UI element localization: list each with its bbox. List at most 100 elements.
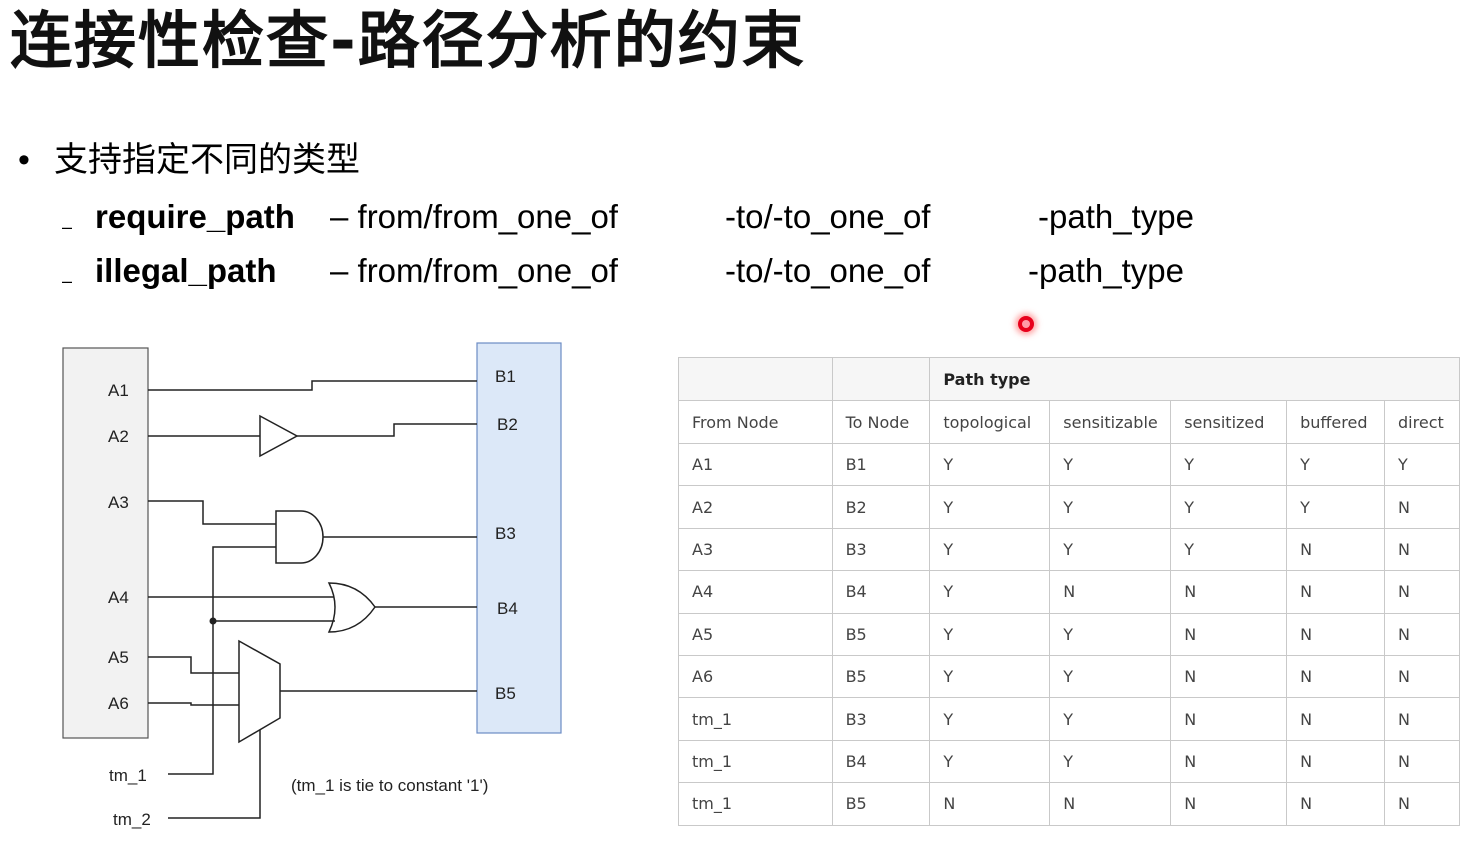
- table-cell: N: [1049, 782, 1172, 826]
- input-label: A4: [108, 588, 129, 607]
- output-label: B1: [495, 367, 516, 386]
- table-cell: A3: [678, 527, 833, 572]
- laser-pointer-dot: [1018, 316, 1034, 332]
- input-label: A5: [108, 648, 129, 667]
- command-from-option: – from/from_one_of: [330, 198, 618, 235]
- table-cell: A5: [678, 612, 833, 656]
- wire-tm2-mux-select: [168, 730, 261, 819]
- table-cell: N: [1384, 654, 1460, 699]
- table-cell: N: [1170, 739, 1288, 784]
- table-cell: N: [1384, 527, 1460, 572]
- table-cell: N: [1384, 485, 1460, 529]
- table-cell: N: [1286, 612, 1386, 656]
- command-name: illegal_path: [95, 252, 277, 289]
- table-cell: tm_1: [678, 739, 833, 784]
- table-cell: N: [1384, 782, 1460, 826]
- test-pin-label: tm_1: [109, 766, 147, 785]
- table-cell: Y: [1049, 527, 1172, 572]
- path-type-table: Path type From Node To Node topological …: [678, 357, 1460, 826]
- table-cell: Y: [1049, 739, 1172, 784]
- table-cell: tm_1: [678, 782, 833, 826]
- table-cell: N: [1286, 697, 1386, 741]
- input-label: A1: [108, 381, 129, 400]
- output-label: B4: [497, 599, 518, 618]
- table-cell: B2: [831, 485, 931, 529]
- table-cell: Y: [929, 570, 1051, 614]
- mux: [238, 639, 281, 744]
- column-header: direct: [1384, 400, 1460, 444]
- wire-a1-b1: [148, 380, 477, 391]
- table-cell: Y: [1049, 697, 1172, 741]
- path-type-header: Path type: [929, 357, 1460, 401]
- table-cell: Y: [929, 739, 1051, 784]
- table-cell: B3: [831, 527, 931, 572]
- table-cell: N: [1286, 570, 1386, 614]
- output-block: [476, 342, 562, 734]
- input-block: [62, 347, 149, 739]
- table-column-header-row: From Node To Node topological sensitizab…: [678, 400, 1460, 444]
- sub-bullet-dash: –: [62, 217, 73, 237]
- circuit-diagram: A1 A2 A3 A4 A5 A6 B1 B2 B3 B4 B5 tm_1 tm…: [62, 342, 562, 829]
- wire-a3-and: [148, 500, 276, 525]
- table-cell: N: [1170, 782, 1288, 826]
- table-cell: A6: [678, 654, 833, 699]
- column-header: From Node: [678, 400, 833, 444]
- table-cell: A2: [678, 485, 833, 529]
- table-cell: A4: [678, 570, 833, 614]
- table-cell: tm_1: [678, 697, 833, 741]
- table-cell: Y: [1049, 612, 1172, 656]
- test-pin-label: tm_2: [113, 810, 151, 829]
- table-cell: N: [1286, 654, 1386, 699]
- table-cell: N: [1286, 739, 1386, 784]
- table-cell: Y: [1049, 485, 1172, 529]
- bullet-item: • 支持指定不同的类型: [18, 138, 360, 182]
- or-gate: [327, 582, 376, 633]
- table-cell: N: [1384, 697, 1460, 741]
- command-name: require_path: [95, 198, 295, 235]
- table-cell: N: [1170, 697, 1288, 741]
- and-gate: [275, 510, 324, 564]
- bullet-text: 支持指定不同的类型: [54, 140, 360, 180]
- column-header: To Node: [831, 400, 931, 444]
- table-cell: Y: [929, 527, 1051, 572]
- table-cell: N: [1049, 570, 1172, 614]
- table-cell: N: [1170, 570, 1288, 614]
- table-cell: Y: [929, 485, 1051, 529]
- table-cell: B5: [831, 612, 931, 656]
- table-cell: Y: [1384, 442, 1460, 487]
- input-label: A2: [108, 427, 129, 446]
- sub-bullet-dash: –: [62, 271, 73, 291]
- diagram-note: (tm_1 is tie to constant '1'): [291, 776, 488, 795]
- table-cell: N: [1384, 570, 1460, 614]
- column-header: topological: [929, 400, 1051, 444]
- table-cell: Y: [1049, 654, 1172, 699]
- wire-tm1: [168, 546, 276, 775]
- table-cell: Y: [1049, 442, 1172, 487]
- output-label: B2: [497, 415, 518, 434]
- slide-title: 连接性检查-路径分析的约束: [10, 4, 806, 77]
- table-cell: A1: [678, 442, 833, 487]
- wire-a6-mux: [148, 702, 239, 706]
- bullet-marker: •: [18, 141, 30, 179]
- command-path-type-option: -path_type: [1028, 252, 1184, 289]
- table-cell: N: [1170, 654, 1288, 699]
- command-from-option: – from/from_one_of: [330, 252, 618, 289]
- output-label: B5: [495, 684, 516, 703]
- table-cell: B5: [831, 654, 931, 699]
- junction-dot: [209, 617, 217, 625]
- table-cell: N: [1384, 612, 1460, 656]
- input-label: A3: [108, 493, 129, 512]
- command-path-type-option: -path_type: [1038, 198, 1194, 235]
- table-cell: N: [1286, 782, 1386, 826]
- input-label: A6: [108, 694, 129, 713]
- table-cell: N: [929, 782, 1051, 826]
- table-cell: Y: [929, 654, 1051, 699]
- table-cell: Y: [1170, 485, 1288, 529]
